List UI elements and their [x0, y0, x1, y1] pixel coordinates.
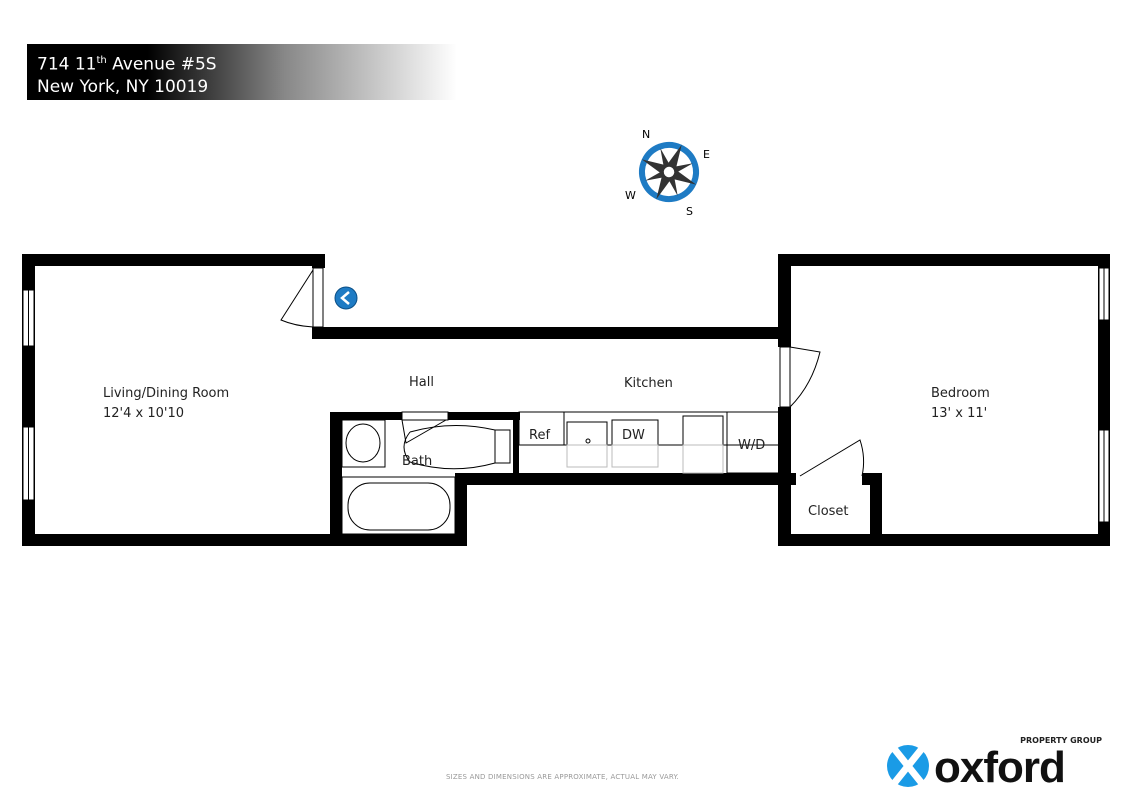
kitchen-label: Kitchen — [624, 376, 673, 391]
hall-label: Hall — [409, 375, 434, 390]
wd-label: W/D — [738, 438, 765, 453]
stove-icon — [682, 415, 724, 446]
address-number: 714 11 — [37, 54, 97, 75]
living-room-name: Living/Dining Room — [103, 386, 229, 401]
compass-e: E — [703, 148, 710, 161]
bath-label: Bath — [402, 454, 432, 469]
kitchen-sink-icon — [566, 421, 608, 446]
ordinal-suffix: th — [96, 55, 107, 66]
toilet-icon — [403, 425, 511, 470]
logo-tagline: PROPERTY GROUP — [1020, 736, 1102, 745]
disclaimer: SIZES AND DIMENSIONS ARE APPROXIMATE, AC… — [446, 773, 679, 781]
fixtures — [341, 411, 780, 535]
living-room-dims: 12'4 x 10'10 — [103, 406, 184, 421]
address-line-1: 714 11th Avenue #5S — [27, 44, 457, 76]
doors — [280, 267, 865, 477]
compass-w: W — [625, 189, 636, 202]
closet-label: Closet — [808, 504, 849, 519]
oxford-logo: oxford PROPERTY GROUP — [886, 736, 1116, 790]
chevron-left-icon[interactable] — [334, 286, 358, 310]
bathtub-icon — [347, 482, 451, 531]
address-banner: 714 11th Avenue #5S New York, NY 10019 — [27, 44, 457, 100]
logo-mark-icon — [887, 743, 929, 789]
address-street: Avenue #5S — [106, 54, 217, 75]
sink-icon — [345, 423, 381, 463]
dw-label: DW — [622, 428, 645, 443]
compass-s: S — [686, 205, 693, 218]
bedroom-name: Bedroom — [931, 386, 990, 401]
address-line-2: New York, NY 10019 — [37, 76, 209, 97]
bedroom-dims: 13' x 11' — [931, 406, 987, 421]
walls — [22, 254, 1110, 546]
compass-n: N — [642, 128, 650, 141]
ref-label: Ref — [529, 428, 550, 443]
logo-word: oxford — [934, 743, 1066, 792]
windows — [22, 267, 1110, 523]
compass-icon — [639, 142, 699, 202]
